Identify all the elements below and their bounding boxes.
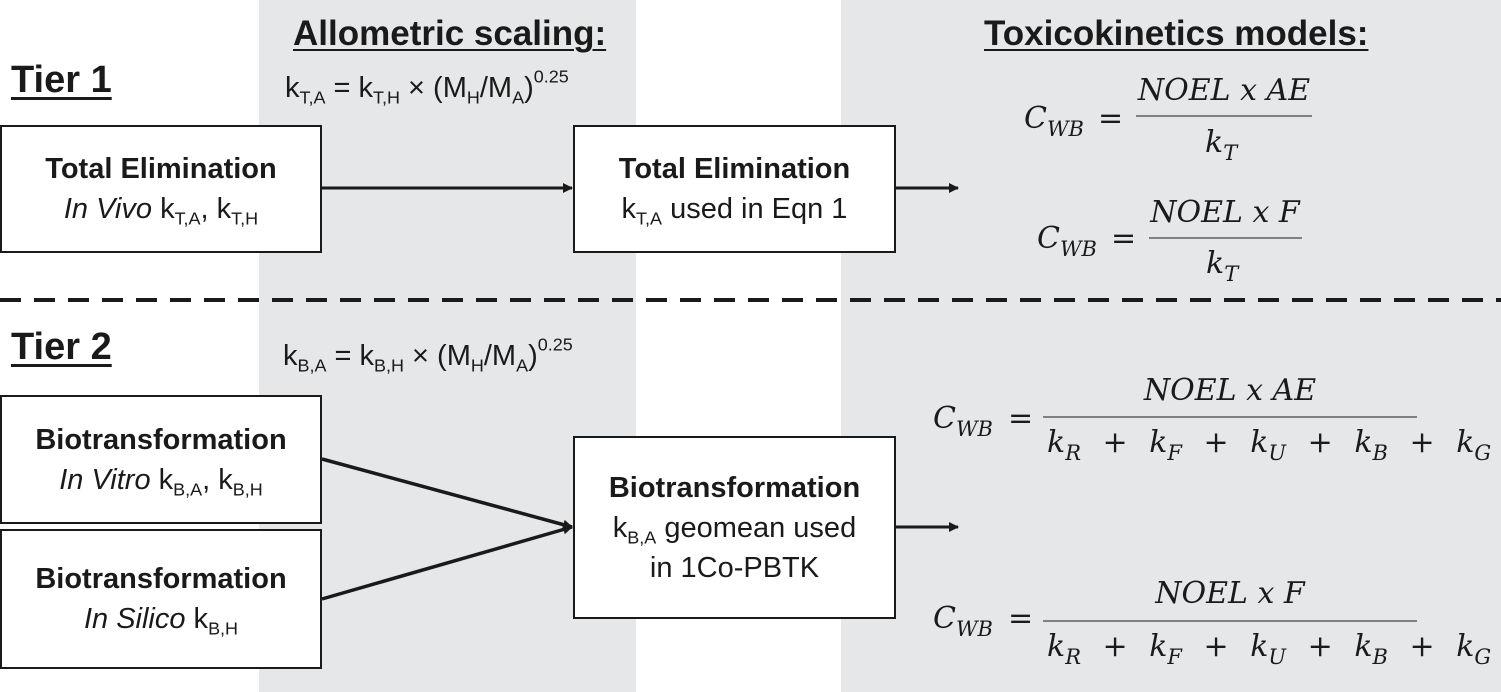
tk-models-heading: Toxicokinetics models: [984, 14, 1369, 53]
tier2-equation-ae: CWB = NOEL x AE kR + kF + kU + kB + kG [933, 373, 1491, 468]
eq-lhs: CWB [933, 601, 993, 641]
tier2-output-box: Biotransformation kB,A geomean used in 1… [573, 436, 896, 619]
tier2-scaling-formula: kB,A = kB,H × (MH/MA)0.25 [283, 334, 573, 376]
allometric-heading: Allometric scaling: [293, 14, 607, 53]
tier1-scaling-formula: kT,A = kT,H × (MH/MA)0.25 [285, 66, 569, 108]
eq-numerator: NOEL x AE [1143, 373, 1316, 408]
tier1-output-title: Total Elimination [618, 153, 851, 185]
tier1-input-detail: In Vivo kT,A, kT,H [63, 193, 259, 229]
eq-equals: = [1111, 221, 1136, 256]
tier1-output-detail: kT,A used in Eqn 1 [621, 193, 848, 229]
tier2-output-detail-line2: in 1Co-PBTK [649, 551, 820, 584]
eq-numerator: NOEL x AE [1137, 73, 1310, 108]
tier2-in-silico-box: Biotransformation In Silico kB,H [0, 529, 322, 669]
eq-numerator: NOEL x F [1154, 576, 1306, 611]
tier2-in-vitro-detail: In Vitro kB,A, kB,H [59, 463, 263, 499]
tier2-label: Tier 2 [11, 326, 112, 368]
eq-denominator: kR + kF + kU + kB + kG [1047, 629, 1491, 672]
tier2-in-vitro-box: Biotransformation In Vitro kB,A, kB,H [0, 395, 322, 524]
eq-denominator: kT [1205, 125, 1239, 165]
tier2-output-detail: kB,A geomean used [612, 511, 857, 547]
tier2-in-silico-detail: In Silico kB,H [83, 603, 239, 639]
tier1-equation-ae: CWB = NOEL x AE kT [1024, 73, 1312, 165]
eq-denominator: kR + kF + kU + kB + kG [1047, 425, 1491, 468]
tier1-input-title: Total Elimination [45, 153, 277, 185]
eq-equals: = [1098, 101, 1123, 136]
tier1-input-box: Total Elimination In Vivo kT,A, kT,H [0, 125, 322, 253]
tier2-in-vitro-title: Biotransformation [35, 423, 287, 456]
tier1-output-box: Total Elimination kT,A used in Eqn 1 [573, 125, 896, 253]
tier2-output-title: Biotransformation [608, 471, 861, 504]
tier1-label: Tier 1 [11, 59, 112, 101]
tier1-equation-f: CWB = NOEL x F kT [1037, 195, 1302, 286]
eq-equals: = [1008, 601, 1033, 636]
eq-denominator: kT [1206, 246, 1240, 286]
eq-lhs: CWB [1024, 101, 1084, 141]
tier2-equation-f: CWB = NOEL x F kR + kF + kU + kB + kG [933, 576, 1491, 672]
tier2-in-silico-title: Biotransformation [35, 563, 287, 595]
eq-lhs: CWB [1037, 221, 1097, 261]
tier2-in-vitro-connector [321, 457, 573, 530]
tier2-in-silico-connector [321, 524, 573, 601]
eq-lhs: CWB [933, 401, 993, 441]
eq-equals: = [1008, 401, 1033, 436]
eq-numerator: NOEL x F [1149, 195, 1301, 230]
